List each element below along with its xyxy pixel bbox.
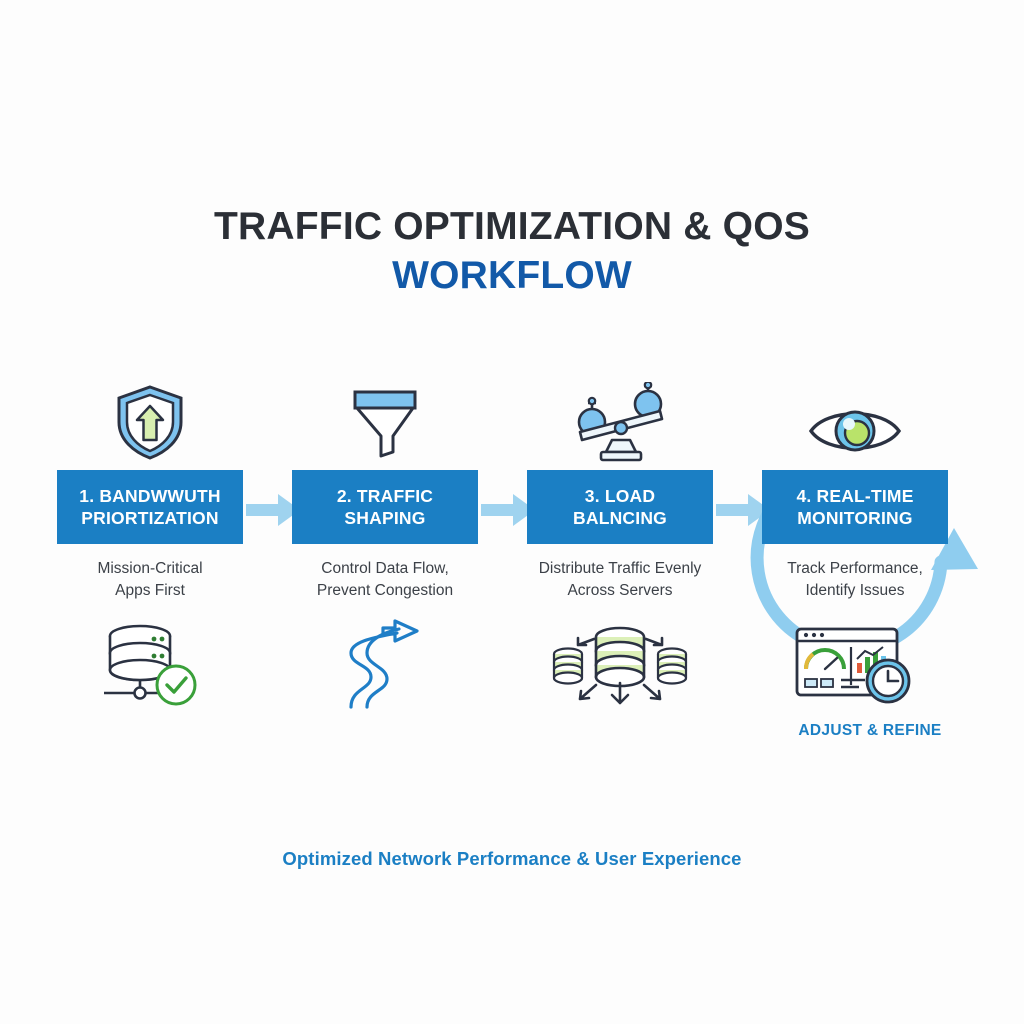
footer-note: Optimized Network Performance & User Exp… (282, 848, 742, 869)
step-4-description: Track Performance, Identify Issues (787, 560, 923, 600)
balance-scale-icon (527, 378, 713, 462)
database-check-icon (57, 620, 243, 710)
workflow-step-1[interactable]: 1. BANDWWUTH PRIORTIZATION Mission-Criti… (57, 385, 243, 706)
page-title-primary: TRAFFIC OPTIMIZATION & QOS (214, 205, 810, 248)
database-distribute-icon (527, 620, 713, 710)
step-4-label: 4. REAL-TIME MONITORING (796, 485, 914, 528)
arrow-step2-to-step3 (481, 492, 535, 528)
step-2-label: 2. TRAFFIC SHAPING (336, 485, 434, 528)
step-2-box[interactable]: 2. TRAFFIC SHAPING (292, 470, 478, 544)
step-3-description: Distribute Traffic Evenly Across Servers (538, 560, 702, 600)
step-1-box[interactable]: 1. BANDWWUTH PRIORTIZATION (57, 470, 243, 544)
arrow-step1-to-step2 (246, 492, 300, 528)
workflow-step-4[interactable]: 4. REAL-TIME MONITORING Track Performanc… (762, 410, 948, 704)
page-title-secondary: WORKFLOW (392, 253, 632, 297)
dashboard-clock-icon (762, 620, 948, 710)
eye-icon (762, 378, 948, 462)
step-2-description: Control Data Flow, Prevent Congestion (316, 560, 454, 600)
step-1-label: 1. BANDWWUTH PRIORTIZATION (79, 485, 221, 528)
shield-up-arrow-icon (57, 378, 243, 462)
step-3-box[interactable]: 3. LOAD BALNCING (527, 470, 713, 544)
adjust-refine-label: ADJUST & REFINE (798, 722, 942, 739)
funnel-icon (292, 378, 478, 462)
step-4-box[interactable]: 4. REAL-TIME MONITORING (762, 470, 948, 544)
step-3-label: 3. LOAD BALNCING (573, 485, 667, 528)
winding-arrow-icon (292, 619, 478, 710)
workflow-step-2[interactable]: 2. TRAFFIC SHAPING Control Data Flow, Pr… (292, 390, 478, 709)
title-block: TRAFFIC OPTIMIZATION & QOS WORKFLOW (0, 205, 1024, 302)
step-1-description: Mission-Critical Apps First (97, 560, 203, 600)
workflow-step-3[interactable]: 3. LOAD BALNCING Distribute Traffic Even… (527, 382, 713, 705)
